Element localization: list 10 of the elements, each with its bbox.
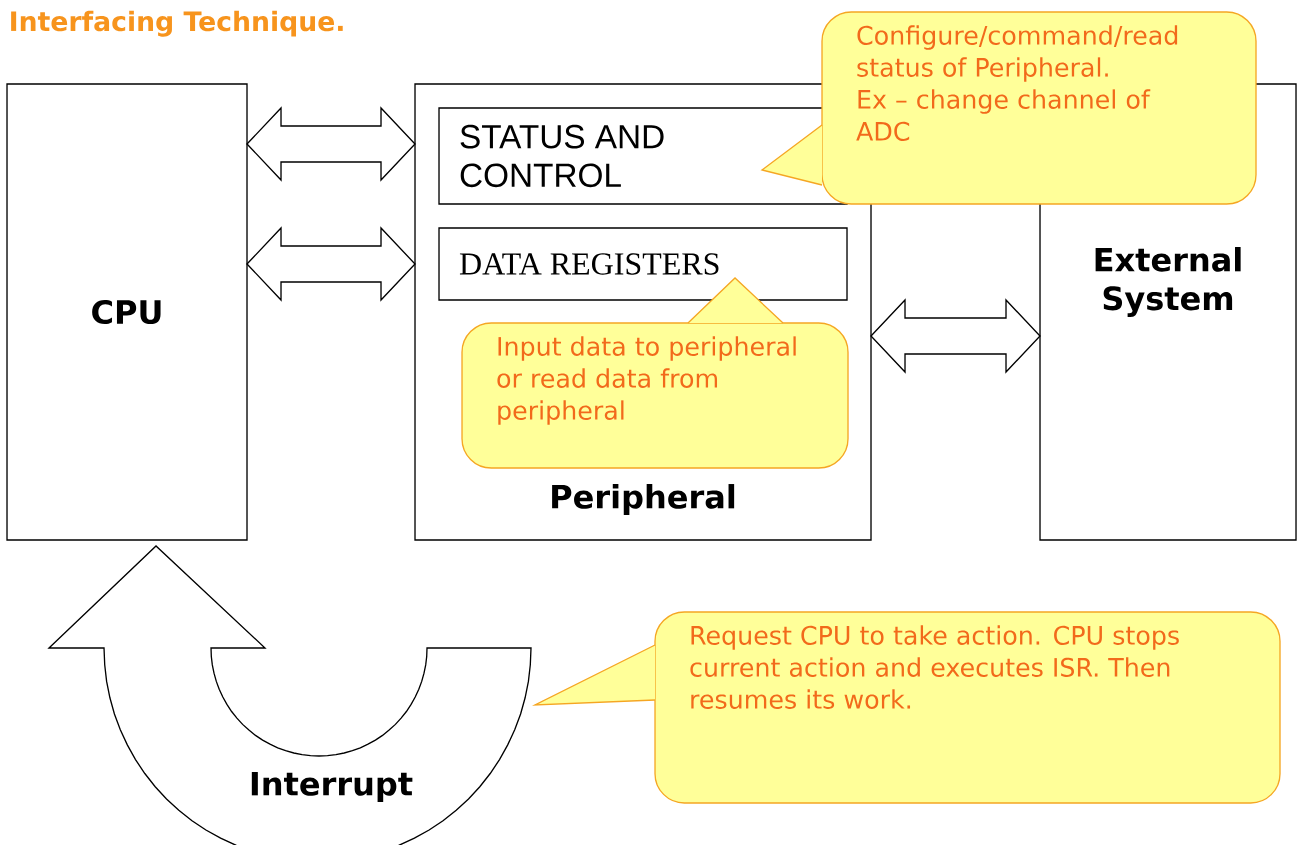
- block-arrow: [246, 226, 416, 302]
- register-box: STATUS AND CONTROL: [438, 107, 848, 205]
- block-arrow: [870, 298, 1041, 374]
- title: Interfacing Technique.: [11, 10, 343, 37]
- callout: Input data to peripheral or read data from peripheral: [461, 277, 849, 469]
- callout: Configure/command/read status of Peripheral. Ex – change channel of ADC: [760, 11, 1257, 205]
- callout: Request CPU to take action. CPU stops current action and executes ISR. Then resumes its work.: [531, 611, 1281, 804]
- block: CPU: [6, 83, 248, 541]
- block-arrow: [246, 106, 416, 182]
- register-box: DATA REGISTERS: [438, 227, 848, 301]
